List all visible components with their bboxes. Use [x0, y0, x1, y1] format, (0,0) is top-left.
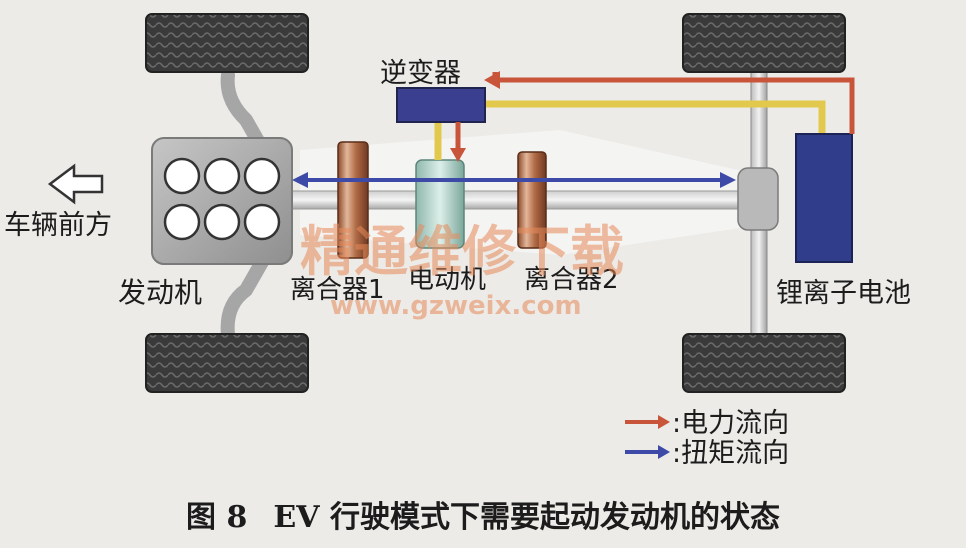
power-flow-motor-arrowhead: [450, 148, 466, 162]
differential: [737, 167, 779, 231]
legend-power-label: :电力流向: [672, 408, 789, 439]
clutch2-label: 离合器2: [524, 265, 619, 295]
watermark-title: 精通维修下载: [300, 220, 624, 283]
vehicle-front-label: 车辆前方: [4, 210, 112, 241]
motor-label: 电动机: [408, 265, 486, 295]
battery-pack: [795, 133, 853, 263]
watermark-url: www.gzweix.com: [330, 291, 582, 321]
legend: :电力流向 :扭矩流向: [625, 408, 789, 469]
rear-right-wheel: [682, 333, 846, 393]
legend-torque-arrowhead: [658, 445, 670, 459]
legend-torque-label: :扭矩流向: [672, 438, 789, 469]
vehicle-front-arrow-icon: [47, 163, 104, 205]
figure-number: 图 8: [186, 500, 248, 535]
engine-label: 发动机: [118, 276, 202, 309]
clutch1-label: 离合器1: [290, 275, 385, 305]
figure-caption: 图 8 EV 行驶模式下需要起动发动机的状态: [0, 492, 966, 536]
battery-label: 锂离子电池: [776, 278, 911, 309]
inverter-label: 逆变器: [380, 58, 461, 89]
torque-flow-right-arrowhead: [720, 172, 736, 188]
front-axle-upper: [220, 68, 269, 155]
rear-left-wheel: [682, 13, 846, 73]
power-flow-arrowhead: [484, 71, 500, 89]
wire-inverter-battery: [484, 100, 826, 134]
front-right-wheel: [145, 333, 309, 393]
legend-power-arrowhead: [658, 415, 670, 429]
torque-flow-left-arrowhead: [292, 172, 308, 188]
clutch2: [517, 151, 547, 249]
inverter-box: [396, 87, 486, 123]
figure-caption-text: EV 行驶模式下需要起动发动机的状态: [273, 500, 780, 535]
front-axle-lower: [220, 255, 269, 342]
front-left-wheel: [145, 13, 309, 73]
clutch1: [337, 141, 369, 259]
engine-block: [151, 137, 293, 265]
